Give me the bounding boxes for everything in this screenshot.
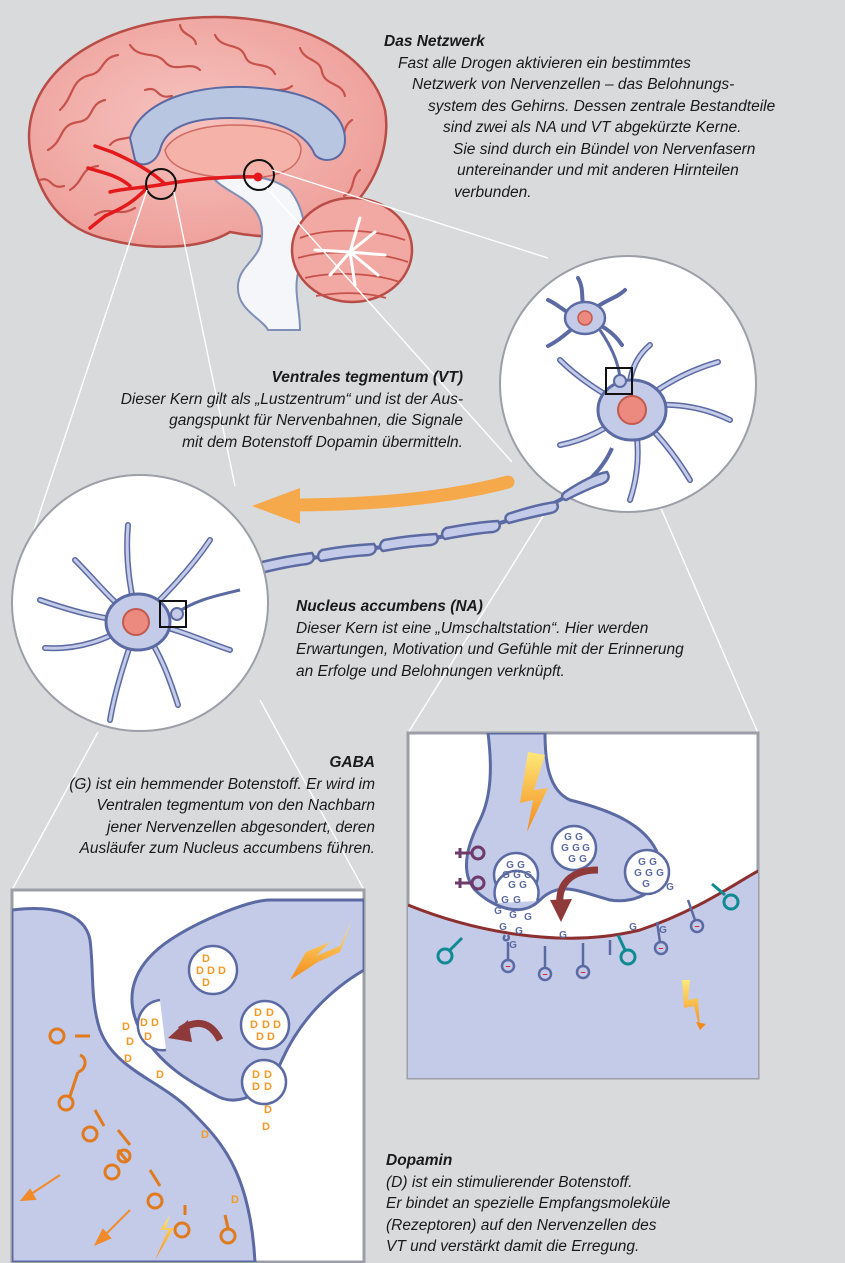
svg-text:D: D [207, 965, 215, 977]
svg-text:G: G [501, 895, 509, 906]
svg-text:G: G [494, 906, 502, 917]
na-line-3: an Erfolge und Belohnungen verknüpft. [296, 661, 684, 683]
svg-text:D: D [122, 1021, 130, 1033]
dopamin-line-1: (D) ist ein stimulierender Botenstoff. [386, 1172, 670, 1194]
netzwerk-line-4: sind zwei als NA und VT abgekürzte Kerne… [384, 117, 775, 139]
na-text: Nucleus accumbens (NA) Dieser Kern ist e… [296, 596, 684, 682]
signal-direction-arrow [252, 482, 508, 524]
svg-text:D: D [156, 1069, 164, 1081]
gaba-text: GABA (G) ist ein hemmender Botenstoff. E… [69, 752, 375, 860]
na-line-1: Dieser Kern ist eine „Umschaltstation“. … [296, 618, 684, 640]
svg-text:D: D [262, 1121, 270, 1133]
brain [29, 17, 412, 330]
svg-text:D: D [266, 1007, 274, 1019]
svg-text:G: G [524, 912, 532, 923]
svg-text:G: G [649, 857, 657, 868]
vt-line-2: gangspunkt für Nervenbahnen, die Signale [121, 410, 463, 432]
netzwerk-line-7: verbunden. [384, 182, 775, 204]
netzwerk-line-5: Sie sind durch ein Bündel von Nervenfase… [384, 139, 775, 161]
svg-text:G: G [513, 895, 521, 906]
vt-zoom-circle [500, 256, 756, 512]
svg-text:D: D [250, 1019, 258, 1031]
dopamin-synapse-panel: D D D D D D D D D D D D D D D D D D D D [12, 890, 364, 1262]
netzwerk-line-2: Netzwerk von Nervenzellen – das Belohnun… [384, 74, 775, 96]
vt-title: Ventrales tegmentum (VT) [121, 367, 463, 389]
svg-text:G: G [568, 854, 576, 865]
svg-text:D: D [202, 953, 210, 965]
svg-text:D: D [264, 1081, 272, 1093]
svg-text:–: – [658, 943, 663, 953]
vt-line-1: Dieser Kern gilt als „Lustzentrum“ und i… [121, 389, 463, 411]
svg-text:G: G [509, 910, 517, 921]
svg-text:D: D [231, 1194, 239, 1206]
svg-text:–: – [542, 969, 547, 979]
svg-text:–: – [505, 961, 510, 971]
svg-text:D: D [201, 1129, 209, 1141]
svg-text:G: G [656, 868, 664, 879]
svg-text:G: G [509, 940, 517, 951]
svg-text:G: G [559, 930, 567, 941]
netzwerk-title: Das Netzwerk [384, 31, 775, 53]
svg-text:D: D [254, 1007, 262, 1019]
svg-text:D: D [218, 965, 226, 977]
gaba-line-3: jener Nervenzellen abgesondert, deren [69, 817, 375, 839]
svg-text:G: G [659, 925, 667, 936]
svg-text:G: G [645, 868, 653, 879]
svg-text:G: G [634, 868, 642, 879]
svg-text:D: D [196, 965, 204, 977]
na-line-2: Erwartungen, Motivation und Gefühle mit … [296, 639, 684, 661]
svg-text:D: D [252, 1069, 260, 1081]
svg-text:D: D [264, 1069, 272, 1081]
na-title: Nucleus accumbens (NA) [296, 596, 684, 618]
netzwerk-text: Das Netzwerk Fast alle Drogen aktivieren… [384, 31, 775, 203]
svg-text:G: G [579, 854, 587, 865]
svg-text:D: D [151, 1017, 159, 1029]
svg-text:G: G [515, 926, 523, 937]
svg-text:D: D [273, 1019, 281, 1031]
dopamin-text: Dopamin (D) ist ein stimulierender Boten… [386, 1150, 670, 1258]
svg-text:G: G [666, 882, 674, 893]
dopamin-line-3: (Rezeptoren) auf den Nervenzellen des [386, 1215, 670, 1237]
gaba-line-1: (G) ist ein hemmender Botenstoff. Er wir… [69, 774, 375, 796]
gaba-synapse-panel: G G G G G G G G G G G G G G G G G G G G [408, 733, 760, 1080]
svg-text:–: – [694, 921, 699, 931]
dopamin-line-4: VT und verstärkt damit die Erregung. [386, 1236, 670, 1258]
svg-text:G: G [564, 832, 572, 843]
svg-text:G: G [561, 843, 569, 854]
gaba-line-4: Ausläufer zum Nucleus accumbens führen. [69, 838, 375, 860]
netzwerk-line-6: untereinander und mit anderen Hirnteilen [384, 160, 775, 182]
na-zoom-circle [12, 475, 268, 731]
svg-text:D: D [140, 1017, 148, 1029]
svg-text:D: D [256, 1031, 264, 1043]
svg-text:G: G [572, 843, 580, 854]
netzwerk-line-3: system des Gehirns. Dessen zentrale Best… [384, 96, 775, 118]
netzwerk-line-1: Fast alle Drogen aktivieren ein bestimmt… [384, 53, 775, 75]
svg-text:G: G [638, 857, 646, 868]
svg-text:D: D [144, 1031, 152, 1043]
dopamin-line-2: Er bindet an spezielle Empfangsmoleküle [386, 1193, 670, 1215]
svg-text:D: D [202, 977, 210, 989]
vt-line-3: mit dem Botenstoff Dopamin übermitteln. [121, 432, 463, 454]
svg-text:G: G [499, 922, 507, 933]
gaba-line-2: Ventralen tegmentum von den Nachbarn [69, 795, 375, 817]
svg-text:–: – [580, 967, 585, 977]
gaba-title: GABA [69, 752, 375, 774]
svg-text:D: D [267, 1031, 275, 1043]
svg-text:G: G [575, 832, 583, 843]
svg-text:D: D [262, 1019, 270, 1031]
svg-text:D: D [252, 1081, 260, 1093]
svg-text:D: D [124, 1053, 132, 1065]
svg-text:G: G [519, 880, 527, 891]
vt-text: Ventrales tegmentum (VT) Dieser Kern gil… [121, 367, 463, 453]
svg-text:G: G [629, 922, 637, 933]
svg-text:D: D [264, 1104, 272, 1116]
svg-text:G: G [642, 879, 650, 890]
svg-text:G: G [508, 880, 516, 891]
dopamin-title: Dopamin [386, 1150, 670, 1172]
svg-text:G: G [582, 843, 590, 854]
svg-text:D: D [126, 1036, 134, 1048]
